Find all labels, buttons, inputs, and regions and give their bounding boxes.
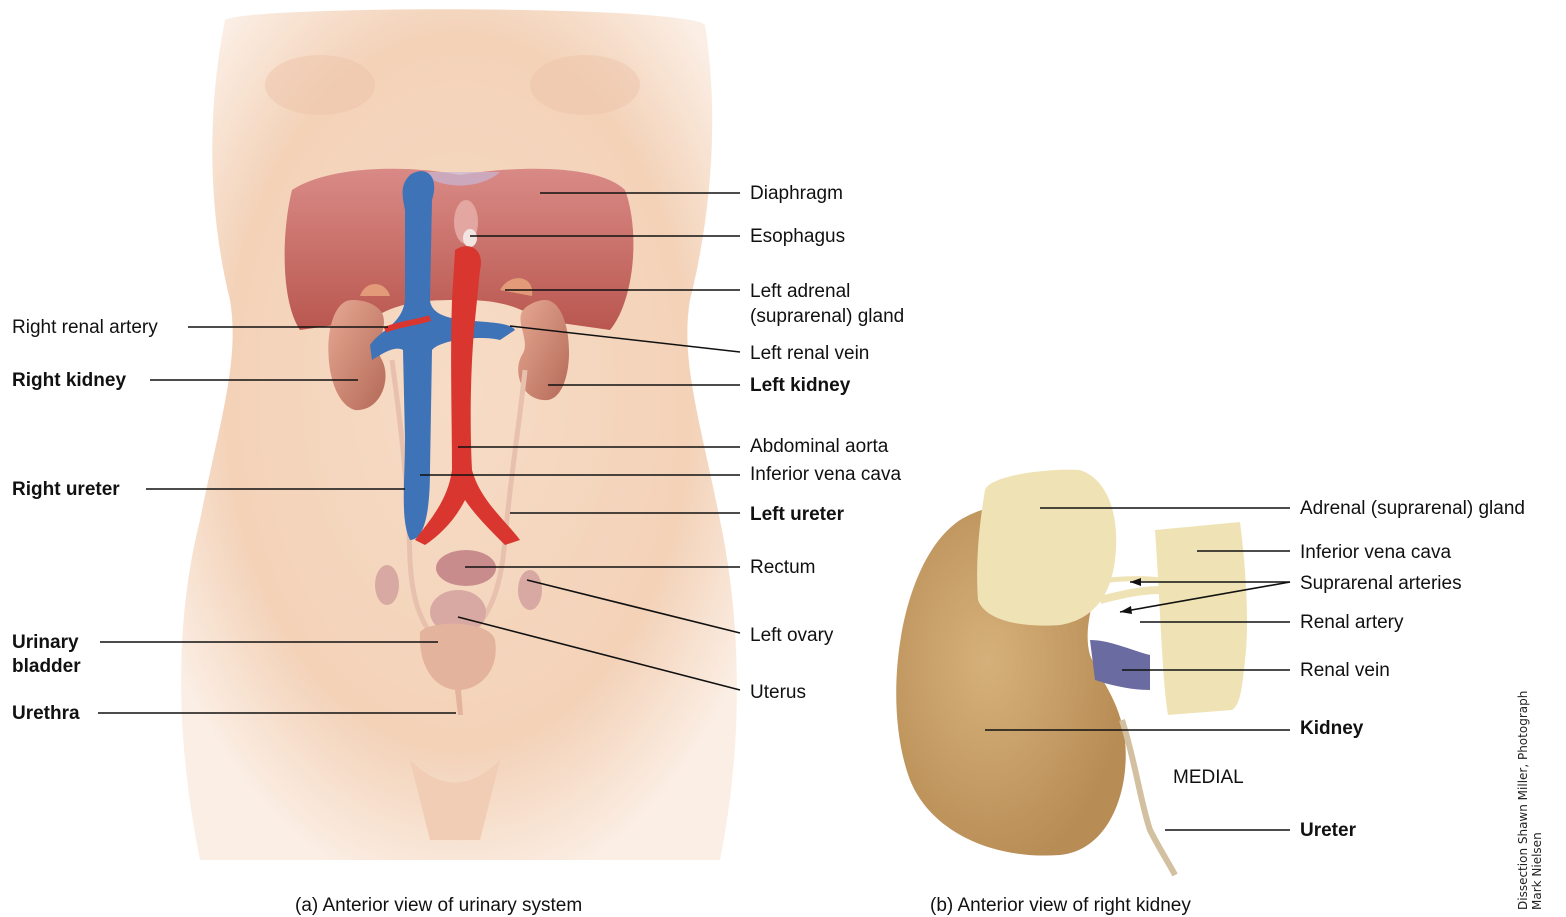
label-right-renal-artery: Right renal artery — [12, 317, 158, 339]
label-abdominal-aorta: Abdominal aorta — [750, 436, 888, 458]
label-urinary-bladder-line1: Urinary — [12, 632, 79, 654]
label-left-renal-vein: Left renal vein — [750, 343, 869, 365]
label-adrenal-gland: Adrenal (suprarenal) gland — [1300, 498, 1525, 520]
label-diaphragm: Diaphragm — [750, 183, 843, 205]
label-medial: MEDIAL — [1173, 767, 1244, 789]
label-esophagus: Esophagus — [750, 226, 845, 248]
label-renal-vein: Renal vein — [1300, 660, 1390, 682]
label-rectum: Rectum — [750, 557, 815, 579]
photo-credit-line1: Dissection Shawn Miller, Photograph — [1516, 691, 1530, 910]
label-right-kidney: Right kidney — [12, 370, 126, 392]
label-left-kidney: Left kidney — [750, 375, 850, 397]
photo-credit: Dissection Shawn Miller, Photograph Mark… — [1516, 691, 1544, 910]
photo-credit-line2: Mark Nielsen — [1530, 691, 1544, 910]
label-left-adrenal-line2: (suprarenal) gland — [750, 306, 904, 328]
caption-panel-b: (b) Anterior view of right kidney — [930, 895, 1191, 917]
label-urinary-bladder-line2: bladder — [12, 656, 81, 678]
label-left-ureter: Left ureter — [750, 504, 844, 526]
label-suprarenal-arteries: Suprarenal arteries — [1300, 573, 1462, 595]
label-right-ureter: Right ureter — [12, 479, 120, 501]
label-specimen-inferior-vena-cava: Inferior vena cava — [1300, 542, 1451, 564]
label-left-ovary: Left ovary — [750, 625, 833, 647]
label-ureter: Ureter — [1300, 820, 1356, 842]
label-renal-artery: Renal artery — [1300, 612, 1404, 634]
caption-panel-a: (a) Anterior view of urinary system — [295, 895, 582, 917]
label-kidney: Kidney — [1300, 718, 1363, 740]
label-inferior-vena-cava: Inferior vena cava — [750, 464, 901, 486]
label-left-adrenal-line1: Left adrenal — [750, 281, 850, 303]
label-uterus: Uterus — [750, 682, 806, 704]
label-urethra: Urethra — [12, 703, 80, 725]
